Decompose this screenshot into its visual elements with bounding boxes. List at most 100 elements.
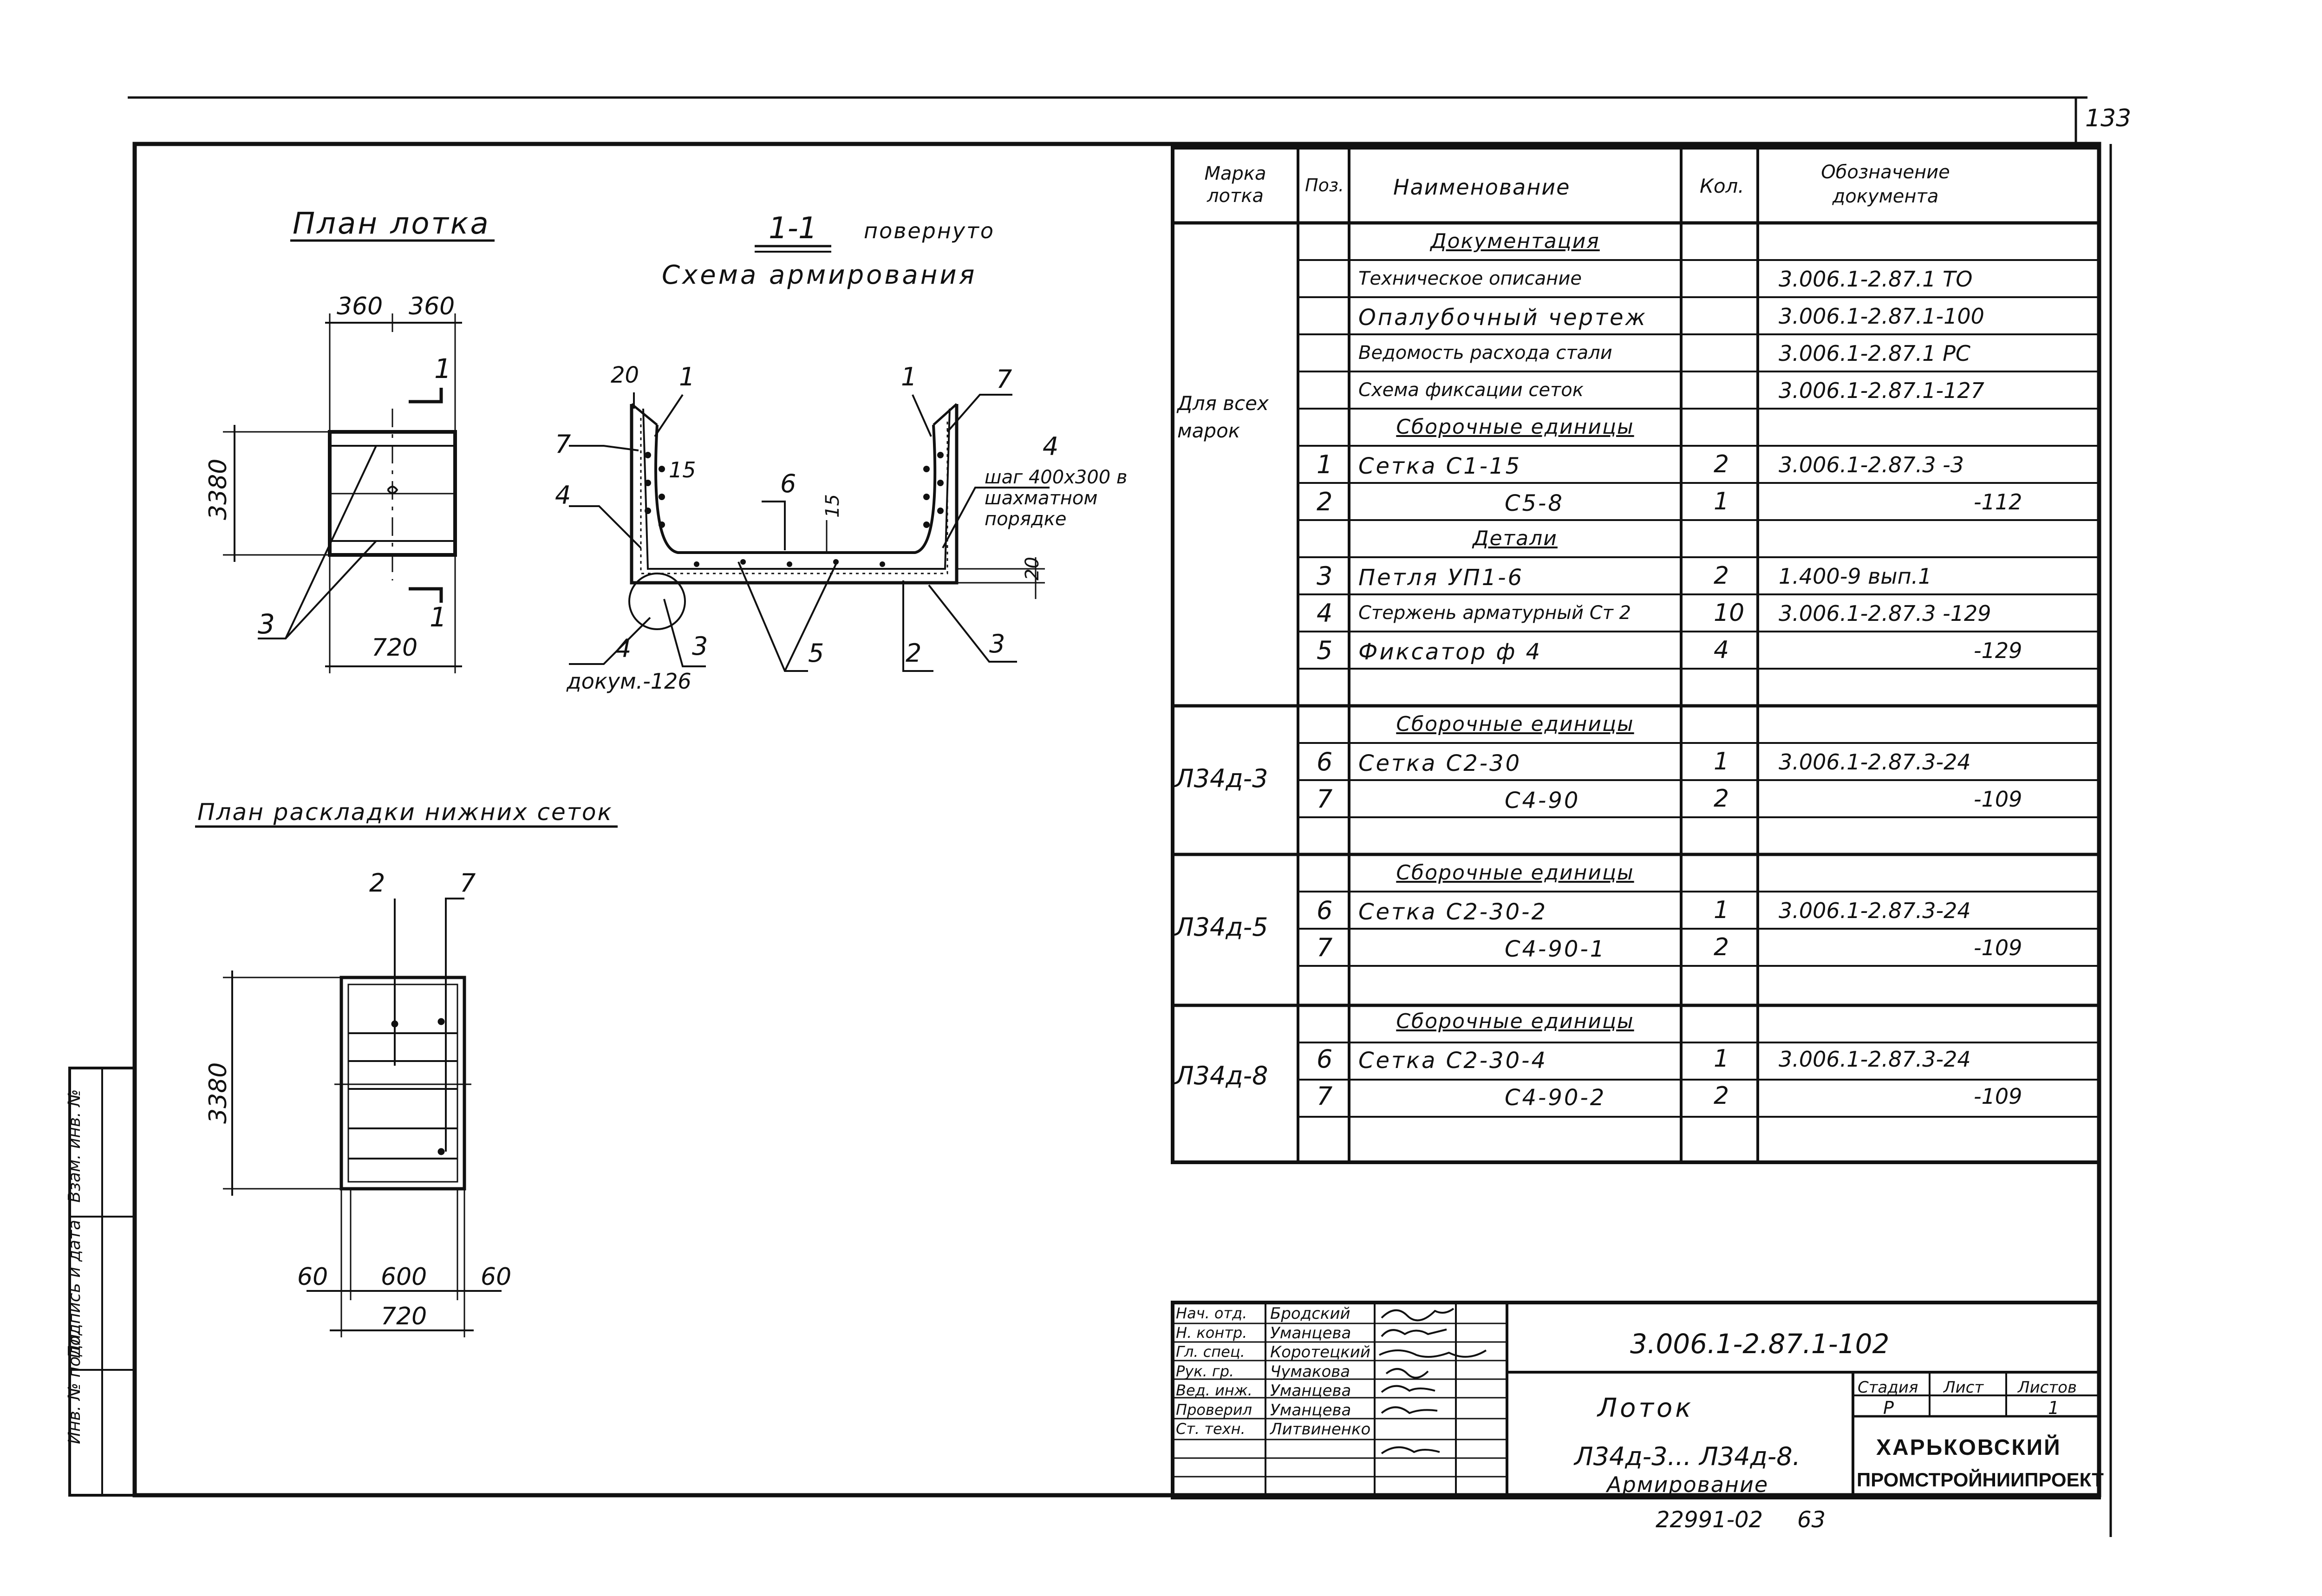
row-document: 3.006.1-2.87.3 -3 [1779, 452, 1964, 477]
section-label-3b: 3 [989, 629, 1005, 658]
row-position: 6 [1317, 1044, 1333, 1074]
row-document: 3.006.1-2.87.3-24 [1779, 898, 1971, 923]
organization-line2: Промстройниипроект [1857, 1469, 2104, 1491]
archive-number: 22991-02 [1656, 1507, 1763, 1533]
section-subtitle: Схема армирования [662, 260, 977, 290]
row-position: 6 [1317, 747, 1333, 776]
section-note-line2: шахматном [985, 488, 1098, 509]
row-quantity: 2 [1714, 450, 1729, 478]
signer-name: Коротецкий [1270, 1343, 1370, 1361]
row-name: С4-90-2 [1505, 1085, 1606, 1111]
section-label-1a: 1 [679, 362, 695, 391]
row-name: Петля УП1-6 [1358, 565, 1524, 591]
side-stamp-replacement: Взам. инв. № [65, 1089, 84, 1203]
row-position: 7 [1317, 1081, 1333, 1111]
signer-name: Уманцева [1270, 1323, 1351, 1342]
section-title-number: 1-1 [769, 211, 817, 246]
sheet-number: 133 [2085, 104, 2132, 132]
section-label-4b: 4 [1043, 432, 1059, 461]
row-name: Ведомость расхода стали [1358, 342, 1612, 364]
stage-label: Стадия [1858, 1378, 1918, 1397]
signer-name: Чумакова [1270, 1362, 1350, 1381]
signer-name: Литвиненко [1270, 1420, 1371, 1439]
row-name: С4-90 [1505, 788, 1580, 814]
section-note-line1: шаг 400х300 в [985, 467, 1128, 488]
row-name: С5-8 [1505, 490, 1564, 516]
organization-line1: Харьковский [1876, 1435, 2061, 1460]
layout-dim-left: 60 [297, 1263, 328, 1291]
row-document: 3.006.1-2.87.1-100 [1779, 304, 1984, 329]
layout-dim-middle: 600 [381, 1263, 427, 1291]
row-quantity: 2 [1714, 562, 1729, 590]
row-position: 7 [1317, 933, 1333, 962]
row-name: С4-90-1 [1505, 936, 1606, 962]
row-document: 3.006.1-2.87.1 ТО [1779, 267, 1973, 292]
signer-name: Уманцева [1270, 1381, 1351, 1400]
row-document: -109 [1974, 787, 2022, 812]
section-label-1b: 1 [901, 362, 917, 391]
signer-role: Вед. инж. [1176, 1381, 1252, 1399]
header-doc: Обозначение документа [1821, 162, 1950, 207]
row-document: -109 [1974, 935, 2022, 960]
row-section-heading: Сборочные единицы [1396, 712, 1634, 736]
plan-section-mark-bottom: 1 [430, 601, 447, 633]
section-label-15b: 15 [822, 494, 843, 518]
plan-dim-height: 3380 [204, 458, 232, 520]
plan-callout-3: 3 [258, 608, 275, 640]
header-pos: Поз. [1305, 175, 1344, 195]
section-note-line3: порядке [985, 508, 1067, 530]
row-document: 3.006.1-2.87.1 РС [1779, 341, 1970, 366]
row-name: Опалубочный чертеж [1358, 305, 1647, 331]
row-name: Сетка С1-15 [1358, 453, 1522, 479]
row-section-heading: Детали [1473, 527, 1558, 550]
section-label-3a: 3 [692, 632, 708, 661]
header-name: Наименование [1393, 175, 1571, 200]
signer-role: Рук. гр. [1176, 1362, 1234, 1380]
row-quantity: 1 [1714, 748, 1729, 775]
layout-dim-height: 3380 [204, 1062, 232, 1124]
sheet-label: Лист [1944, 1378, 1984, 1397]
section-dim-20-top: 20 [611, 362, 639, 388]
row-document: -109 [1974, 1084, 2022, 1109]
row-document: 3.006.1-2.87.3 -129 [1779, 601, 1991, 626]
plan-title: План лотка [293, 207, 490, 241]
sheets-value: 1 [2048, 1398, 2060, 1418]
row-quantity: 1 [1714, 896, 1729, 924]
row-document: 1.400-9 вып.1 [1779, 564, 1932, 589]
row-section-heading: Сборочные единицы [1396, 861, 1634, 885]
section-label-5: 5 [808, 638, 824, 668]
archive-page: 63 [1797, 1507, 1826, 1533]
row-quantity: 4 [1714, 636, 1729, 664]
section-label-6: 6 [780, 469, 796, 498]
header-qty: Кол. [1700, 175, 1744, 197]
plan-section-mark-top: 1 [434, 353, 451, 384]
section-label-4a: 4 [555, 481, 571, 510]
row-section-heading: Сборочные единицы [1396, 1010, 1634, 1033]
layout-label-7: 7 [460, 868, 476, 898]
section-label-2: 2 [906, 638, 922, 668]
row-position: 2 [1317, 487, 1333, 516]
section-dim-20-right: 20 [1022, 557, 1043, 580]
row-quantity: 1 [1714, 1045, 1729, 1073]
row-name: Сетка С2-30-4 [1358, 1048, 1547, 1074]
group-mark: Для всех марок [1177, 392, 1269, 442]
row-position: 3 [1317, 561, 1333, 591]
section-label-4c: 4 [615, 634, 632, 663]
row-name: Сетка С2-30-2 [1358, 899, 1547, 925]
plan-dim-bottom: 720 [372, 634, 418, 662]
header-mark: Марка лотка [1204, 163, 1266, 207]
row-document: -129 [1974, 638, 2022, 663]
side-stamp-signature: Подпись и дата [65, 1219, 84, 1358]
row-position: 7 [1317, 784, 1333, 814]
layout-dim-right: 60 [481, 1263, 512, 1291]
sheets-label: Листов [2018, 1378, 2077, 1397]
row-name: Схема фиксации сеток [1358, 379, 1584, 401]
row-quantity: 1 [1714, 488, 1729, 515]
section-label-15a: 15 [669, 457, 696, 482]
row-position: 1 [1317, 450, 1333, 479]
section-label-7a: 7 [555, 430, 571, 459]
signer-name: Бродский [1270, 1304, 1350, 1323]
row-position: 5 [1317, 636, 1333, 665]
row-name: Сетка С2-30 [1358, 750, 1522, 776]
group-mark: Л34д-8 [1175, 1061, 1268, 1090]
